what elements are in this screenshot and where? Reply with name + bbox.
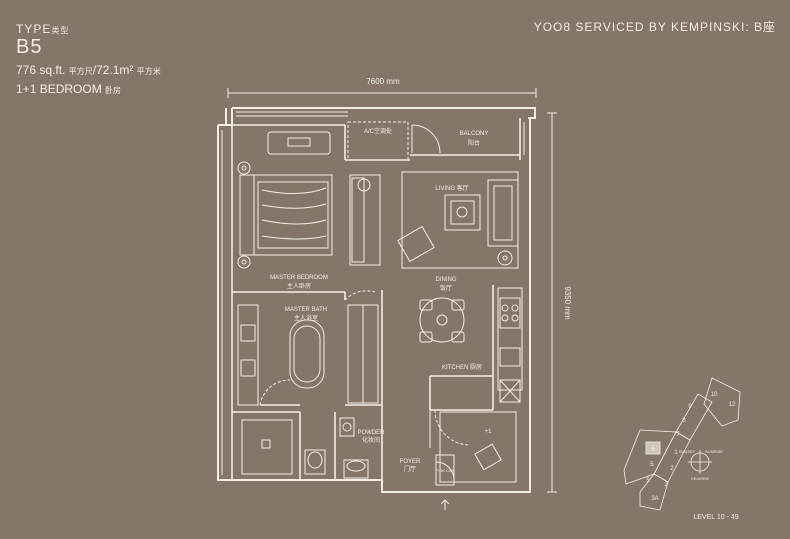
bathtub bbox=[289, 319, 325, 389]
coffee-table bbox=[444, 194, 481, 231]
area-sqft-cn: 平方尺 bbox=[68, 67, 93, 76]
bedroom-desk bbox=[349, 174, 381, 266]
tv-cabinet bbox=[267, 131, 331, 155]
level-label: LEVEL 10 - 49 bbox=[693, 514, 738, 521]
balcony-label: BALCONY bbox=[460, 131, 489, 137]
living-label: LIVING 客厅 bbox=[435, 184, 468, 192]
bedroom-cn: 卧房 bbox=[105, 86, 122, 95]
bedroom-line: 1+1 BEDROOM 卧房 bbox=[16, 82, 121, 96]
plus-one-room bbox=[439, 411, 517, 483]
balcony-door bbox=[411, 124, 441, 154]
height-dimension-line bbox=[547, 112, 557, 493]
ac-label: A/C空调处 bbox=[364, 127, 392, 135]
powder-label-cn: 化妆间 bbox=[362, 436, 380, 444]
entry-door bbox=[429, 409, 471, 448]
key-unit-11: 10 bbox=[711, 392, 718, 398]
sunrise-label: SUNRISE bbox=[705, 449, 723, 454]
area-sqm-cn: 平方米 bbox=[136, 67, 161, 76]
key-unit-12: 12 bbox=[729, 402, 736, 408]
key-unit-3: 3 bbox=[664, 482, 668, 488]
kitchen-label: KITCHEN 厨房 bbox=[442, 363, 482, 371]
window-line bbox=[221, 111, 525, 475]
key-unit-2: 2 bbox=[670, 466, 674, 472]
living-room-area bbox=[401, 171, 519, 269]
balcony-label-cn: 阳台 bbox=[468, 139, 480, 147]
key-unit-8: 7 bbox=[676, 432, 680, 438]
plus-one-label: +1 bbox=[485, 429, 493, 435]
master-bedroom-label-cn: 主人卧房 bbox=[287, 282, 311, 290]
highlighted-unit-marker bbox=[645, 441, 661, 455]
exit-arrow bbox=[440, 499, 450, 510]
shower bbox=[241, 419, 293, 475]
toilet-master bbox=[304, 449, 326, 475]
foyer-label-cn: 门厅 bbox=[404, 465, 416, 473]
area-sqft: 776 sq.ft. bbox=[16, 63, 66, 77]
width-dimension-line bbox=[227, 88, 537, 98]
exterior-walls bbox=[217, 107, 536, 493]
bedroom-count: 1+1 BEDROOM bbox=[16, 82, 102, 96]
interior-walls bbox=[231, 118, 521, 480]
dining-table bbox=[419, 297, 465, 343]
seaview-label: SEAVIEW bbox=[691, 476, 709, 481]
height-dimension-label: 9350 mm bbox=[563, 286, 572, 320]
unit-type-code: B5 bbox=[16, 36, 43, 58]
key-plan bbox=[623, 377, 741, 511]
fire-cab-label: FIRE CAB bbox=[436, 468, 455, 473]
dining-label: DINING bbox=[436, 277, 457, 283]
key-unit-9: 8 bbox=[682, 418, 686, 424]
bedside-lamp-top bbox=[237, 161, 251, 175]
width-dimension-label: 7600 mm bbox=[366, 77, 400, 86]
side-table bbox=[497, 250, 513, 266]
fire-cabinet bbox=[435, 454, 455, 486]
foyer-label: FOYER bbox=[400, 459, 421, 465]
type-label: TYPE类型 bbox=[16, 22, 69, 36]
vanity-left bbox=[237, 304, 259, 406]
type-label-cn: 类型 bbox=[51, 26, 70, 35]
master-bath-label: MASTER BATH bbox=[285, 307, 327, 313]
key-unit-6: 5 bbox=[650, 462, 654, 468]
area-line: 776 sq.ft. 平方尺/72.1m² 平方米 bbox=[16, 63, 161, 77]
master-bath-label-cn: 主人浴室 bbox=[294, 314, 318, 322]
powder-basin bbox=[339, 417, 355, 437]
ac-unit-area bbox=[347, 121, 409, 161]
type-label-en: TYPE bbox=[16, 22, 52, 36]
bedside-lamp-bottom bbox=[237, 255, 251, 269]
key-unit-10: 9 bbox=[688, 404, 692, 410]
powder-label: POWDER bbox=[358, 430, 386, 436]
bedroom-door bbox=[344, 290, 376, 301]
master-bedroom-label: MASTER BEDROOM bbox=[270, 275, 328, 281]
key-unit-1: 1 bbox=[674, 450, 678, 456]
key-unit-5: 5 bbox=[646, 478, 650, 484]
area-sqm: /72.1m² bbox=[92, 63, 134, 77]
wardrobe bbox=[347, 304, 379, 404]
dining-label-cn: 饭厅 bbox=[440, 284, 452, 292]
key-unit-3a: 3A bbox=[651, 496, 658, 502]
kitchen-counter bbox=[497, 287, 523, 403]
bed bbox=[239, 174, 333, 256]
toilet-powder bbox=[343, 459, 369, 479]
project-title: YOO8 SERVICED BY KEMPINSKI: B座 bbox=[533, 20, 776, 34]
sunset-label: SUNSET bbox=[679, 449, 696, 454]
key-unit-7: 6 bbox=[651, 447, 655, 453]
bath-door bbox=[259, 379, 291, 406]
sofa bbox=[487, 179, 519, 247]
armchair bbox=[397, 225, 435, 263]
